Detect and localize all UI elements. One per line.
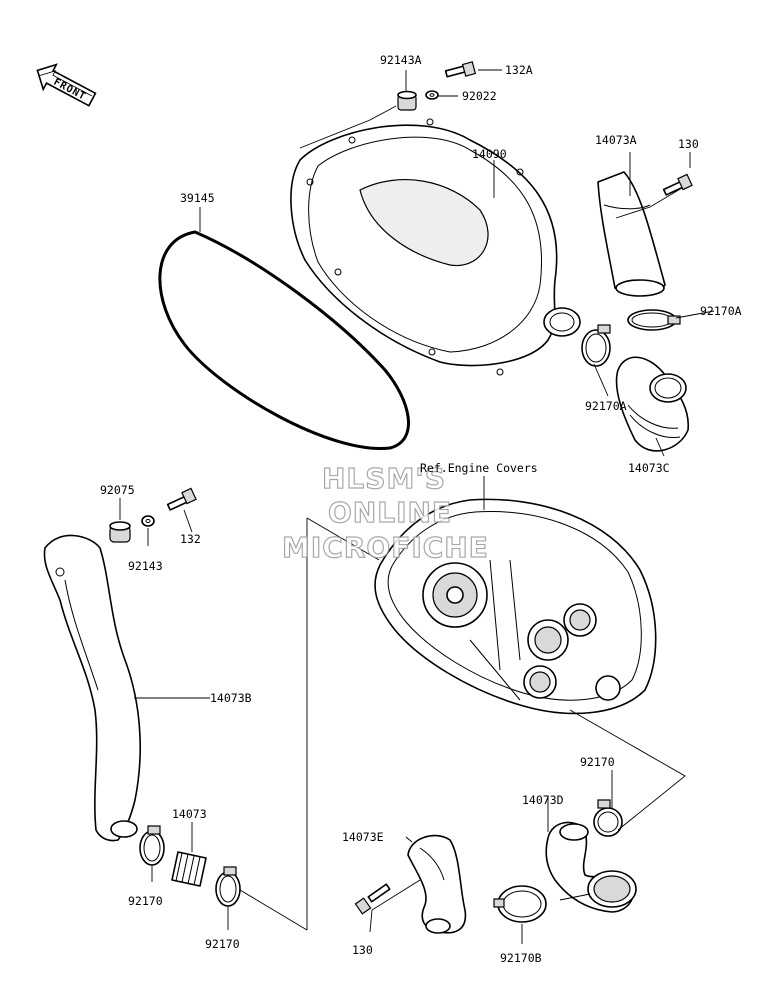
label-14073A: 14073A xyxy=(595,133,637,147)
label-14073B: 14073B xyxy=(210,691,252,705)
clamp-92170-left xyxy=(139,825,165,866)
bushing-92143A xyxy=(397,90,417,111)
elbow-duct-14073C xyxy=(615,356,690,452)
clamp-92170-right xyxy=(593,799,623,837)
label-92170-left: 92170 xyxy=(128,894,163,908)
label-14073D: 14073D xyxy=(522,793,564,807)
outer-cover-14090 xyxy=(290,118,581,376)
clamp-92170B xyxy=(493,885,547,923)
label-132A: 132A xyxy=(505,63,533,77)
front-direction-arrow: FRONT xyxy=(36,63,97,107)
label-130-top: 130 xyxy=(678,137,699,151)
label-132: 132 xyxy=(180,532,201,546)
label-14073: 14073 xyxy=(172,807,207,821)
elbow-duct-14073D xyxy=(545,821,637,913)
label-92143A: 92143A xyxy=(380,53,422,67)
label-92170B: 92170B xyxy=(500,951,542,965)
bolt-132A xyxy=(444,61,477,78)
clamp-92170-bottom xyxy=(215,866,241,907)
long-duct-14073B xyxy=(43,534,141,842)
label-14090: 14090 xyxy=(472,147,507,161)
watermark: HLSM'S ONLINE MICROFICHE xyxy=(281,461,489,564)
label-92170-bottom: 92170 xyxy=(205,937,240,951)
label-92170A-left: 92170A xyxy=(585,399,627,413)
label-14073C: 14073C xyxy=(628,461,670,475)
clamp-92170A-left xyxy=(581,324,611,367)
label-92170-right: 92170 xyxy=(580,755,615,769)
label-92022: 92022 xyxy=(462,89,497,103)
label-92143: 92143 xyxy=(128,559,163,573)
leader-lines xyxy=(119,69,715,944)
label-ref-engine-covers: Ref.Engine Covers xyxy=(420,461,538,475)
clamp-92170A-right xyxy=(627,309,681,331)
bolt-130-top xyxy=(662,173,693,196)
grommet-92075 xyxy=(109,521,131,543)
part-labels: 92143A 132A 92022 14090 39145 14073A 130… xyxy=(100,53,742,965)
washer-92022 xyxy=(425,90,439,100)
watermark-line-3: MICROFICHE xyxy=(282,531,489,564)
sleeve-14073 xyxy=(171,851,207,887)
label-130-bottom: 130 xyxy=(352,943,373,957)
bolt-130-bottom xyxy=(354,883,391,915)
label-14073E: 14073E xyxy=(342,830,384,844)
washer-92143 xyxy=(141,515,155,527)
duct-14073A xyxy=(597,171,666,297)
label-39145: 39145 xyxy=(180,191,215,205)
label-92075: 92075 xyxy=(100,483,135,497)
watermark-line-2: ONLINE xyxy=(328,496,452,529)
bolt-132 xyxy=(166,487,197,511)
gasket-39145 xyxy=(158,230,410,450)
label-92170A-right: 92170A xyxy=(700,304,742,318)
engine-cover-reference xyxy=(374,498,657,715)
duct-14073E xyxy=(407,834,467,934)
watermark-line-1: HLSM'S xyxy=(322,462,446,495)
